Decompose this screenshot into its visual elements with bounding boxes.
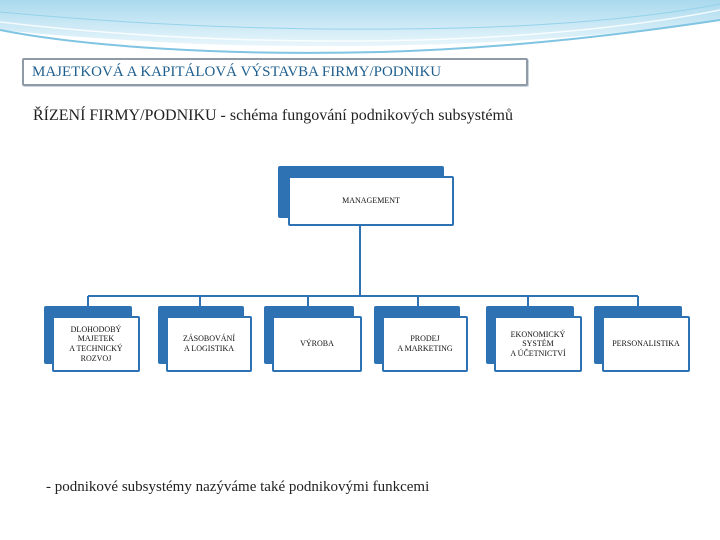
node-supply-logistics-label: ZÁSOBOVÁNÍ A LOGISTIKA [166,316,252,372]
node-economic-system-label: EKONOMICKÝ SYSTÉM A ÚČETNICTVÍ [494,316,582,372]
footnote: - podnikové subsystémy nazýváme také pod… [46,479,686,496]
node-human-resources: PERSONALISTIKA [594,306,692,374]
node-production-label: VÝROBA [272,316,362,372]
node-economic-system: EKONOMICKÝ SYSTÉM A ÚČETNICTVÍ [486,306,584,374]
node-long-term-assets-label: DLOHODOBÝ MAJETEK A TECHNICKÝ ROZVOJ [52,316,140,372]
node-production: VÝROBA [264,306,364,374]
node-sales-marketing: PRODEJ A MARKETING [374,306,470,374]
node-human-resources-label: PERSONALISTIKA [602,316,690,372]
node-management: MANAGEMENT [278,166,456,230]
node-supply-logistics: ZÁSOBOVÁNÍ A LOGISTIKA [158,306,254,374]
node-long-term-assets: DLOHODOBÝ MAJETEK A TECHNICKÝ ROZVOJ [44,306,142,374]
node-sales-marketing-label: PRODEJ A MARKETING [382,316,468,372]
node-management-label: MANAGEMENT [288,176,454,226]
